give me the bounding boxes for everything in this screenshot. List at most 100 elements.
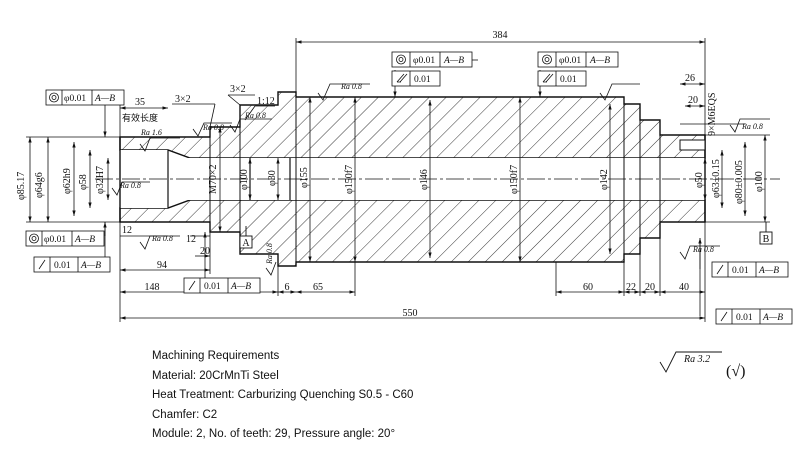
runout-right-b-value: 0.01	[736, 313, 753, 323]
note-title: Machining Requirements	[152, 350, 280, 362]
dim-phi-85-17: φ85.17	[16, 172, 27, 200]
runout-top-b-value: 0.01	[560, 75, 577, 85]
ra-08-bottom: Ra 0.8	[151, 234, 173, 243]
coax-frame-left-top: φ0.01 A—B	[45, 89, 125, 106]
tolerance-frames: φ0.01 A—B 0.01 φ0.01 A—B 0.01	[25, 51, 793, 325]
coax-top-b-datum: A—B	[589, 56, 610, 66]
dim-20-c: 20	[645, 282, 655, 293]
note-material: Material: 20CrMnTi Steel	[152, 369, 279, 382]
note-module: Module: 2, No. of teeth: 29, Pressure an…	[152, 428, 396, 440]
ra-08-bore: Ra 0.8	[202, 123, 224, 132]
runout-right-a-value: 0.01	[732, 266, 749, 276]
coax-frame-left-bottom: φ0.01 A—B	[25, 230, 105, 247]
dim-94: 94	[157, 260, 167, 271]
runout-left-datum: A—B	[80, 261, 101, 271]
dim-phi-32H7: φ32H7	[95, 166, 106, 194]
ra-16: Ra 1.6	[140, 128, 162, 137]
total-runout-icon	[396, 73, 408, 83]
dim-20-top: 20	[688, 95, 698, 106]
coaxiality-icon	[542, 54, 552, 65]
coax-left-bot-value: φ0.01	[44, 235, 66, 245]
ra-08-inner: Ra 0.8	[119, 181, 141, 190]
runout-right-b-datum: A—B	[762, 313, 783, 323]
coaxiality-icon	[396, 54, 406, 65]
dim-22: 22	[626, 282, 636, 293]
runout-right-a-datum: A—B	[758, 266, 779, 276]
general-roughness-bracket: (√)	[726, 363, 745, 380]
dim-phi-100-right: φ100	[754, 171, 765, 192]
dim-60: 60	[583, 282, 593, 293]
dim-40: 40	[679, 282, 689, 293]
runout-frame-right-a: 0.01 A—B	[711, 261, 789, 278]
runout-frame-left: 0.01 A—B	[33, 256, 111, 273]
runout-top-a-value: 0.01	[414, 75, 431, 85]
coax-top-b-value: φ0.01	[559, 56, 581, 66]
machining-notes: Machining Requirements Material: 20CrMnT…	[152, 347, 413, 445]
dim-phi-80: φ80±0.005	[734, 160, 745, 204]
dim-phi-150f7-a: φ150f7	[344, 165, 355, 194]
dim-phi-30: φ30	[267, 170, 278, 186]
dim-taper: 1:12	[257, 96, 275, 107]
runout-148-datum: A—B	[230, 282, 251, 292]
circular-runout-icon	[716, 264, 724, 275]
note-heat-treatment: Heat Treatment: Carburizing Quenching S0…	[152, 389, 414, 401]
dim-phi-64g6: φ64g6	[34, 172, 45, 198]
runout-frame-top-b: 0.01	[537, 70, 587, 87]
coax-left-bot-datum: A—B	[74, 235, 95, 245]
coax-top-a-value: φ0.01	[413, 56, 435, 66]
coax-frame-top-b: φ0.01 A—B	[537, 51, 619, 68]
dim-phi-142: φ142	[599, 169, 610, 190]
shaft-section	[95, 91, 780, 267]
runout-frame-top-a: 0.01	[391, 70, 441, 87]
datum-b: B	[763, 234, 770, 245]
ra-08-step: Ra 0.8	[265, 243, 274, 265]
runout-left-value: 0.01	[54, 261, 71, 271]
runout-148-value: 0.01	[204, 282, 221, 292]
ra-08-top: Ra 0.8	[340, 82, 362, 91]
dim-65: 65	[313, 282, 323, 293]
runout-frame-148: 0.01 A—B	[183, 277, 261, 294]
dim-phi-146: φ146	[419, 169, 430, 190]
dim-12-a: 12	[122, 225, 132, 236]
dimension-lines	[26, 38, 770, 322]
circular-runout-icon	[188, 280, 196, 291]
dim-phi-63: φ63±0.15	[711, 159, 722, 198]
coaxiality-icon	[49, 92, 59, 103]
dim-384: 384	[493, 30, 508, 41]
coax-top-a-datum: A—B	[443, 56, 464, 66]
coax-frame-top-a: φ0.01 A—B	[391, 51, 473, 68]
dim-12-b: 12	[186, 234, 196, 245]
roughness-symbols: Ra 0.8 Ra 0.8 Ra 1.6 Ra 0.8 Ra 0.8 Ra 0.…	[111, 82, 770, 276]
dim-effective-length: 有效长度	[122, 112, 158, 123]
dim-6: 6	[285, 282, 290, 293]
dim-phi-50: φ50	[694, 172, 705, 188]
total-runout-icon	[542, 73, 554, 83]
dim-26: 26	[685, 73, 695, 84]
dim-phi-155: φ155	[299, 167, 310, 188]
dim-35: 35	[135, 97, 145, 108]
dim-phi-150f7-b: φ150f7	[509, 165, 520, 194]
coax-left-top-datum: A—B	[94, 94, 115, 104]
runout-frame-right-b: 0.01 A—B	[715, 308, 793, 325]
coax-left-top-value: φ0.01	[64, 94, 86, 104]
datum-a: A	[242, 238, 250, 249]
dim-phi-62h9: φ62h9	[62, 168, 73, 194]
ra-08-chamfer: Ra 0.8	[244, 111, 266, 120]
general-roughness-value: Ra 3.2	[683, 354, 710, 365]
dim-phi-100-left: φ100	[239, 169, 250, 190]
note-chamfer: Chamfer: C2	[152, 408, 218, 421]
dim-148: 148	[145, 282, 160, 293]
circular-runout-icon	[38, 259, 46, 270]
dimension-text: 384 26 20 9×M6EQS 35 3×2 3×2 1:12 有效长度 φ…	[16, 30, 765, 319]
dim-chamfer-a: 3×2	[175, 94, 191, 105]
dim-chamfer-b: 3×2	[230, 84, 246, 95]
dim-20-b: 20	[200, 246, 210, 257]
dim-thread-holes: 9×M6EQS	[707, 93, 718, 136]
dim-550: 550	[403, 308, 418, 319]
ra-08-right: Ra 0.8	[741, 122, 763, 131]
coaxiality-icon	[29, 233, 39, 244]
ra-08-right-bottom: Ra 0.8	[692, 245, 714, 254]
dim-m70x2: M70×2	[208, 164, 219, 194]
circular-runout-icon	[720, 311, 728, 322]
